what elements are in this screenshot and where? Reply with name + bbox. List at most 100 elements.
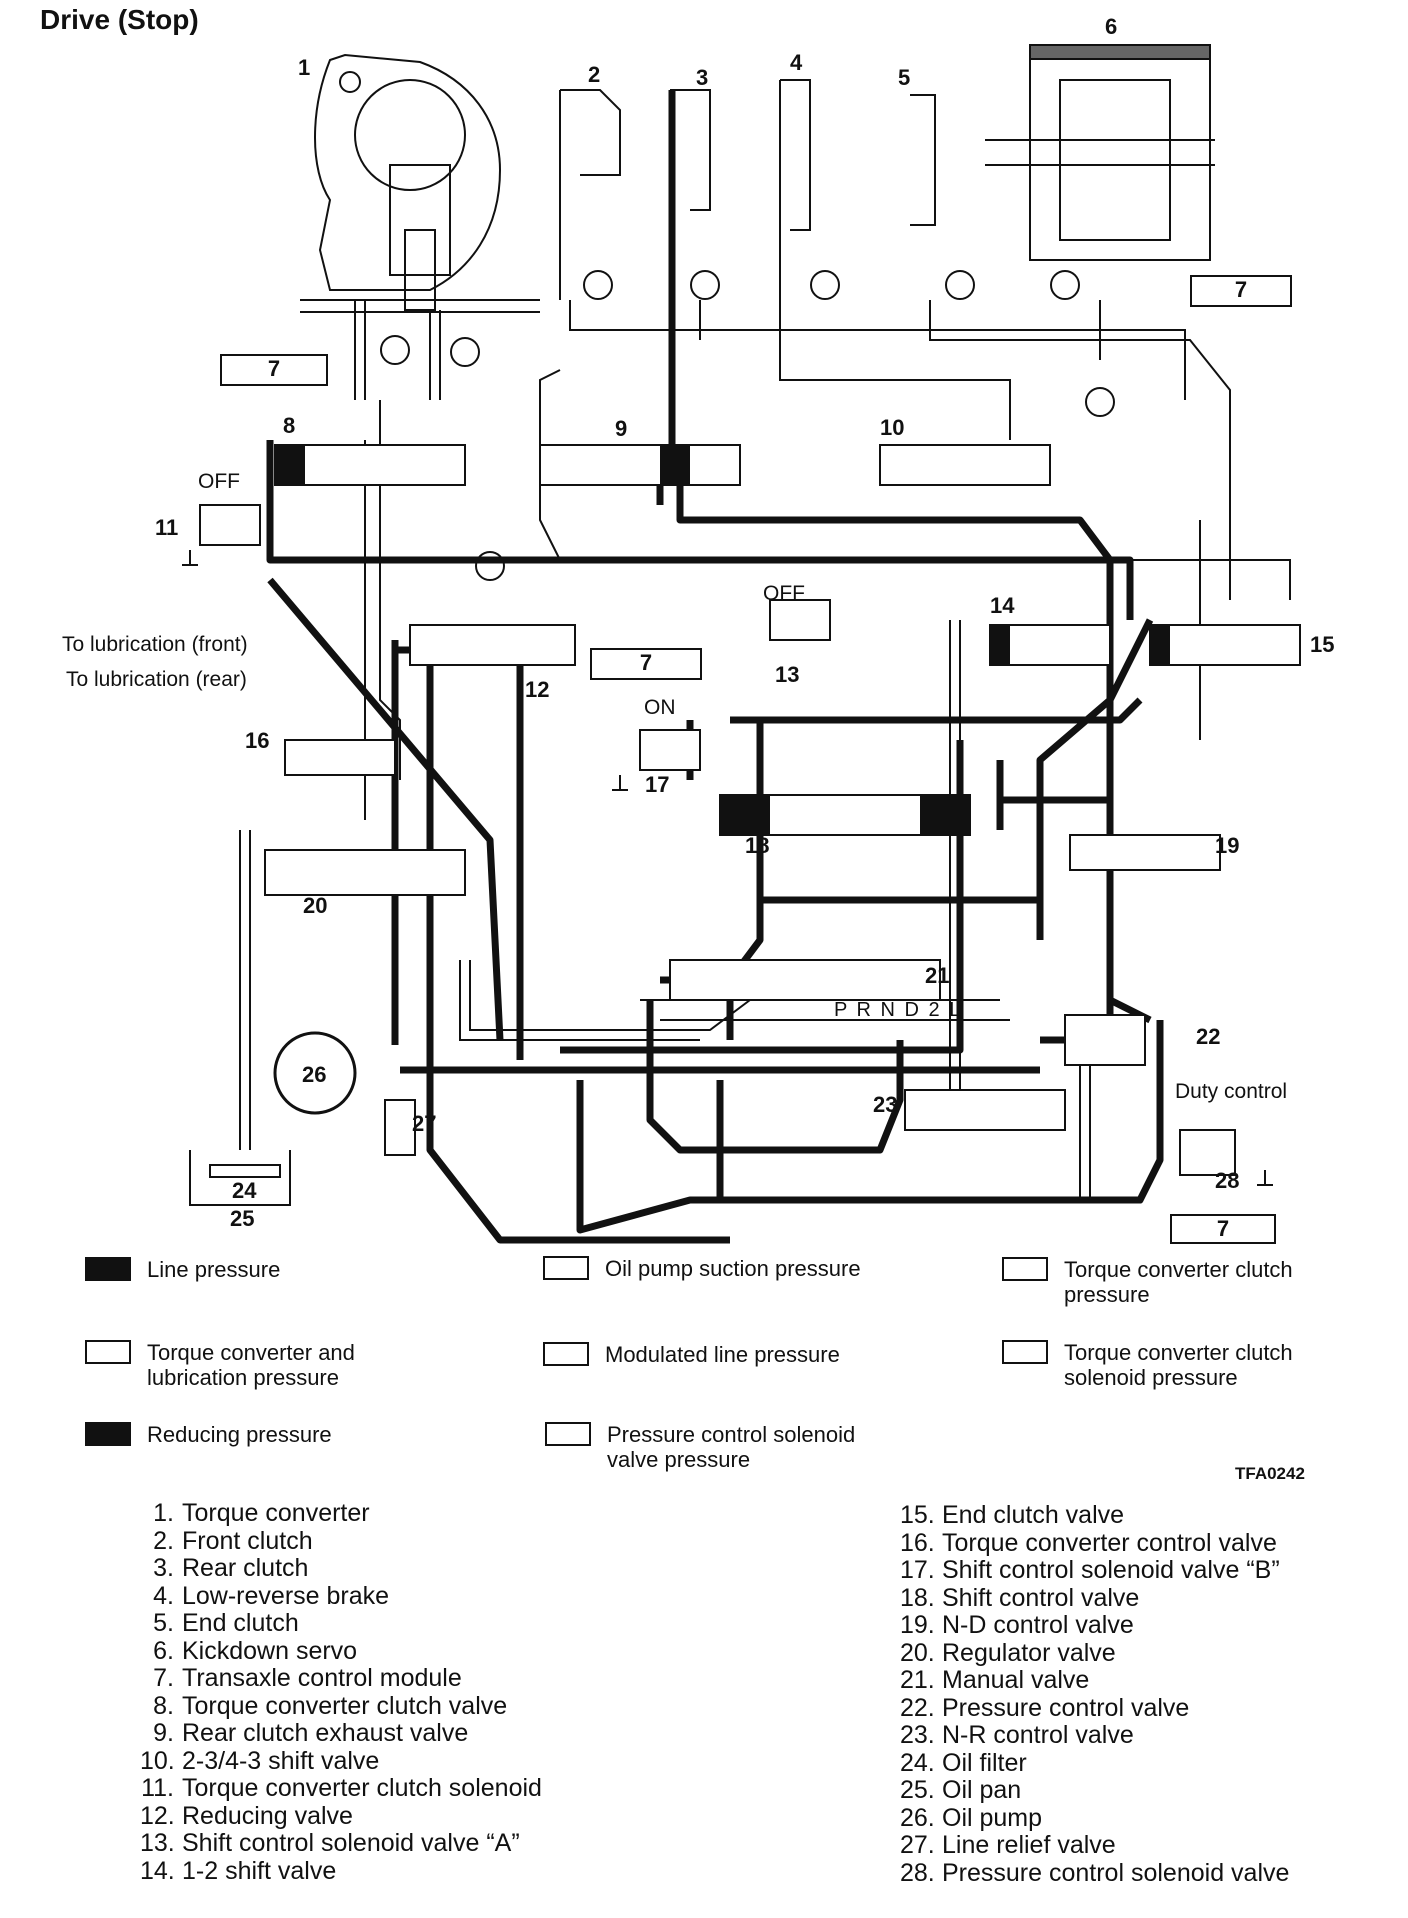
label-23: 23 bbox=[873, 1092, 898, 1117]
legend-modulated-line: Modulated line pressure bbox=[543, 1342, 840, 1367]
label-16: 16 bbox=[245, 728, 270, 753]
valve-13-body bbox=[769, 599, 831, 641]
legend-swatch bbox=[543, 1342, 589, 1366]
key-row: 25.Oil pan bbox=[900, 1776, 1022, 1804]
label-22: 22 bbox=[1196, 1024, 1221, 1049]
legend-swatch bbox=[1002, 1340, 1048, 1364]
tcm-box-center: 7 bbox=[590, 648, 702, 680]
key-row: 3.Rear clutch bbox=[153, 1554, 309, 1582]
key-row: 19.N-D control valve bbox=[900, 1611, 1134, 1639]
label-15: 15 bbox=[1310, 632, 1335, 657]
label-14: 14 bbox=[990, 593, 1015, 618]
valve-23-body bbox=[904, 1089, 1066, 1131]
key-row: 20.Regulator valve bbox=[900, 1638, 1116, 1667]
legend-oil-pump-suction: Oil pump suction pressure bbox=[543, 1256, 861, 1281]
label-24: 24 bbox=[232, 1178, 257, 1203]
tcm-box-bottom-right: 7 bbox=[1170, 1214, 1276, 1244]
legend-swatch bbox=[545, 1422, 591, 1446]
label-6: 6 bbox=[1105, 14, 1118, 39]
legend-text: Torque converter and lubrication pressur… bbox=[147, 1340, 355, 1390]
key-row: 22.Pressure control valve bbox=[900, 1693, 1190, 1722]
component-key-left: 1.Torque converter 2.Front clutch 3.Rear… bbox=[140, 1499, 542, 1885]
label-26: 26 bbox=[302, 1062, 327, 1087]
valve-17-body bbox=[639, 729, 701, 771]
label-11: 11 bbox=[155, 515, 179, 540]
label-25: 25 bbox=[230, 1206, 255, 1231]
oil-filter-shape bbox=[209, 1164, 281, 1178]
legend-swatch bbox=[85, 1340, 131, 1364]
key-row: 28.Pressure control solenoid valve bbox=[900, 1858, 1290, 1887]
key-row: 16.Torque converter control valve bbox=[900, 1528, 1277, 1557]
label-27: 27 bbox=[412, 1111, 437, 1136]
rear-clutch-shape bbox=[670, 89, 711, 211]
label-10: 10 bbox=[880, 415, 905, 440]
legend-swatch bbox=[85, 1422, 131, 1446]
valve-9-body bbox=[539, 444, 741, 486]
hydraulic-circuit-diagram bbox=[182, 44, 1301, 1244]
solenoid-11-state: OFF bbox=[198, 470, 240, 493]
low-reverse-brake-shape bbox=[779, 79, 811, 300]
valve-22-body bbox=[1064, 1014, 1146, 1066]
valve-19-body bbox=[1069, 834, 1221, 871]
legend-swatch bbox=[543, 1256, 589, 1280]
key-row: 4.Low-reverse brake bbox=[153, 1581, 390, 1610]
label-2: 2 bbox=[588, 62, 601, 87]
label-9: 9 bbox=[615, 416, 628, 441]
valve-16-body bbox=[284, 739, 396, 776]
label-12: 12 bbox=[525, 677, 550, 702]
legend-reducing-pressure: Reducing pressure bbox=[85, 1422, 332, 1447]
legend-text: Reducing pressure bbox=[147, 1422, 332, 1447]
valve-27-body bbox=[384, 1099, 416, 1156]
diagram-title: Drive (Stop) bbox=[40, 4, 199, 35]
valve-12-body bbox=[409, 624, 576, 666]
legend-text: Torque converter clutch solenoid pressur… bbox=[1064, 1340, 1293, 1390]
manual-valve-positions: P R N D 2 L bbox=[834, 999, 963, 1021]
tcm-box-top-right: 7 bbox=[1190, 275, 1292, 307]
label-4: 4 bbox=[790, 50, 803, 75]
legend-pcs-pressure: Pressure control solenoid valve pressure bbox=[545, 1422, 855, 1472]
label-17: 17 bbox=[645, 772, 670, 797]
kickdown-servo-shape bbox=[985, 44, 1215, 261]
legend-text: Line pressure bbox=[147, 1257, 281, 1282]
valve-20-body bbox=[264, 849, 466, 896]
solenoid-17-state: ON bbox=[644, 696, 676, 719]
key-row: 14.1-2 shift valve bbox=[140, 1856, 337, 1885]
label-5: 5 bbox=[898, 65, 911, 90]
key-row: 9.Rear clutch exhaust valve bbox=[153, 1719, 469, 1747]
solenoid-13-state: OFF bbox=[763, 582, 805, 605]
duty-control-label: Duty control bbox=[1175, 1080, 1288, 1103]
label-13: 13 bbox=[775, 662, 800, 687]
key-row: 18.Shift control valve bbox=[900, 1583, 1140, 1612]
legend-swatch bbox=[85, 1257, 131, 1281]
legend-text: Torque converter clutch pressure bbox=[1064, 1257, 1293, 1307]
key-row: 8.Torque converter clutch valve bbox=[153, 1691, 508, 1720]
lubrication-front-label: To lubrication (front) bbox=[62, 633, 248, 656]
label-8: 8 bbox=[283, 413, 296, 438]
legend-swatch bbox=[1002, 1257, 1048, 1281]
label-20: 20 bbox=[303, 893, 328, 918]
oil-pan-shape bbox=[189, 1150, 291, 1206]
key-row: 11.Torque converter clutch solenoid bbox=[141, 1774, 542, 1802]
label-3: 3 bbox=[696, 65, 709, 90]
label-18: 18 bbox=[745, 833, 770, 858]
oil-pump-shape bbox=[273, 1031, 357, 1115]
key-row: 15.End clutch valve bbox=[900, 1501, 1125, 1529]
valve-10-body bbox=[879, 444, 1051, 486]
lubrication-rear-label: To lubrication (rear) bbox=[66, 668, 247, 691]
label-1: 1 bbox=[298, 55, 311, 80]
front-clutch-shape bbox=[559, 89, 621, 300]
key-row: 6.Kickdown servo bbox=[153, 1636, 358, 1665]
valve-8-body bbox=[274, 444, 466, 486]
key-row: 24.Oil filter bbox=[900, 1748, 1027, 1777]
label-21: 21 bbox=[925, 963, 950, 988]
figure-id: TFA0242 bbox=[1235, 1464, 1305, 1483]
tcm-box-left: 7 bbox=[220, 354, 328, 386]
label-19: 19 bbox=[1215, 833, 1240, 858]
legend-text: Modulated line pressure bbox=[605, 1342, 840, 1367]
key-row: 17.Shift control solenoid valve “B” bbox=[900, 1556, 1280, 1584]
valve-15-body bbox=[1149, 624, 1301, 666]
legend-tcc-solenoid: Torque converter clutch solenoid pressur… bbox=[1002, 1340, 1293, 1390]
legend-tc-lubrication: Torque converter and lubrication pressur… bbox=[85, 1340, 355, 1390]
key-row: 7.Transaxle control module bbox=[153, 1664, 462, 1692]
key-row: 1.Torque converter bbox=[153, 1499, 370, 1527]
